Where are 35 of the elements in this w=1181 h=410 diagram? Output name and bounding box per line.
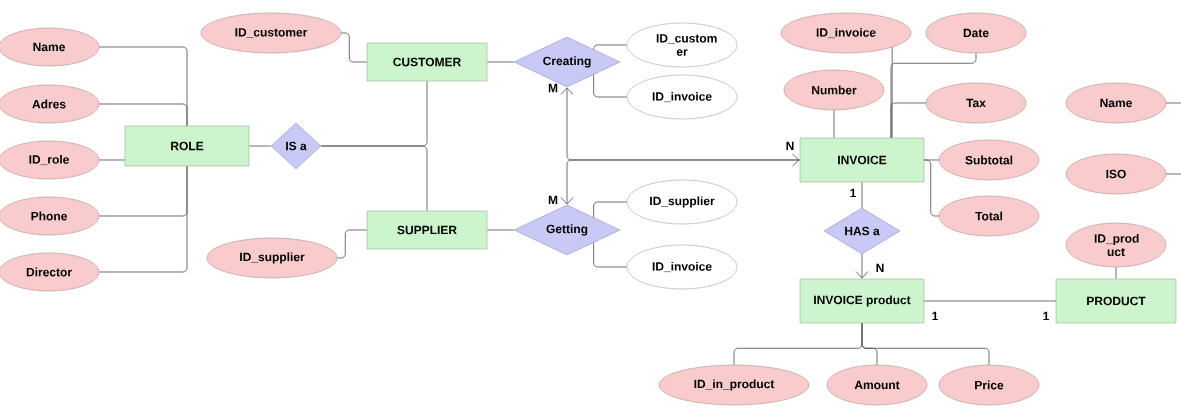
connector	[855, 253, 869, 279]
entity-box: SUPPLIER	[366, 210, 488, 250]
connector	[98, 159, 126, 161]
connector	[1115, 266, 1117, 280]
cardinality-label: N	[786, 141, 794, 151]
connector	[891, 46, 893, 139]
entity-box: CUSTOMER	[366, 42, 488, 82]
cardinality-label: N	[876, 263, 884, 273]
connector	[98, 165, 188, 273]
connector	[486, 61, 515, 63]
connector	[593, 242, 628, 268]
connector	[1165, 102, 1181, 104]
connector	[248, 145, 272, 147]
connector	[320, 145, 428, 212]
connector	[833, 109, 835, 139]
entity-box: INVOICE	[799, 137, 925, 183]
cardinality-label: 1	[850, 188, 856, 198]
connector	[890, 102, 927, 139]
cardinality-label: M	[548, 195, 558, 205]
cardinality-label: 1	[932, 311, 938, 321]
cardinality-label: 1	[1043, 311, 1049, 321]
connector	[593, 44, 628, 50]
connector	[593, 74, 628, 98]
entity-box: ROLE	[124, 125, 250, 167]
connector	[560, 87, 800, 167]
connector	[98, 103, 188, 127]
connector	[1165, 173, 1181, 175]
entity-box: INVOICE product	[799, 278, 925, 324]
connector	[560, 159, 801, 205]
entity-box: PRODUCT	[1055, 278, 1177, 324]
connector	[486, 229, 515, 231]
connector	[593, 201, 628, 218]
connector	[861, 322, 990, 366]
connector	[923, 300, 1057, 302]
connector	[861, 181, 863, 209]
